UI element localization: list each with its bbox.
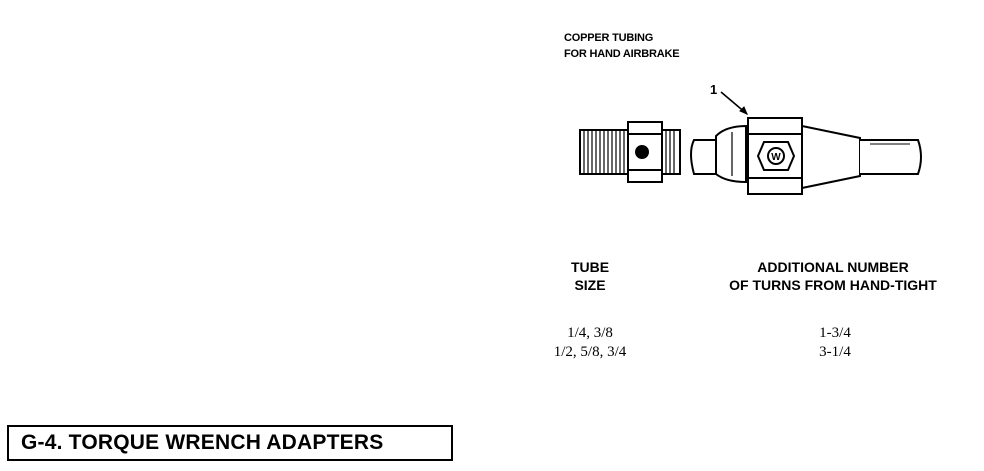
table-row-1-turns: 1-3/4: [819, 325, 851, 341]
column-header-tube-size-line-1: TUBE: [570, 259, 610, 275]
section-title: G-4. TORQUE WRENCH ADAPTERS: [21, 431, 384, 454]
column-header-turns-line-2: OF TURNS FROM HAND-TIGHT: [729, 277, 937, 293]
copper-tube-part: [801, 124, 922, 190]
figure-caption: COPPER TUBING FOR HAND AIRBRAKE: [564, 30, 680, 62]
column-header-additional-turns: ADDITIONAL NUMBER OF TURNS FROM HAND-TIG…: [690, 258, 976, 294]
table-row-2-tube-size: 1/2, 5/8, 3/4: [553, 344, 627, 360]
column-header-tube-size: TUBE SIZE: [550, 258, 630, 294]
ferrule-part: [690, 124, 747, 184]
svg-text:W: W: [771, 152, 781, 163]
table-row-1-tube-size: 1/4, 3/8: [567, 325, 613, 341]
section-heading-box: G-4. TORQUE WRENCH ADAPTERS: [7, 425, 453, 461]
column-header-tube-size-line-2: SIZE: [574, 277, 606, 293]
figure-caption-line-2: FOR HAND AIRBRAKE: [564, 48, 680, 60]
figure-caption-line-1: COPPER TUBING: [564, 32, 654, 44]
fitting-illustration: 1 W: [579, 82, 922, 195]
callout-number: 1: [710, 82, 717, 97]
column-header-turns-line-1: ADDITIONAL NUMBER: [757, 259, 909, 275]
threaded-nipple-part: [579, 121, 681, 183]
table-row-2-turns: 3-1/4: [819, 344, 851, 360]
coupling-nut-part: W: [747, 117, 803, 195]
